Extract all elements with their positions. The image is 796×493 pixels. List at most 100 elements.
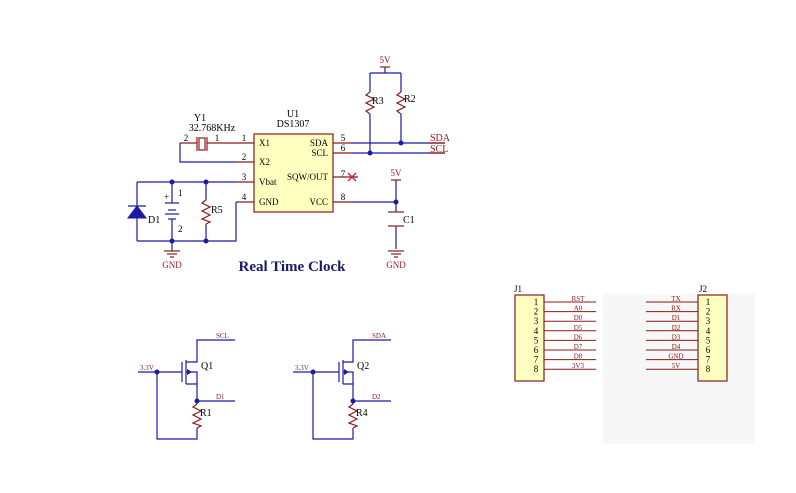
j1-pin-number: 2 [534, 307, 539, 317]
junction-dot [203, 179, 209, 185]
u1-pin3-num: 3 [242, 172, 247, 182]
resistor-r2[interactable] [395, 91, 407, 115]
u1-pin7-num: 7 [341, 169, 346, 179]
q1-gate-net: 3.3V [140, 364, 154, 372]
j2-net-label: GND [668, 353, 683, 361]
j2-pin-number: 8 [706, 364, 711, 374]
r4-ref: R4 [356, 408, 368, 419]
crystal-y1-symbol[interactable] [196, 137, 208, 151]
diagram-title: Real Time Clock [239, 259, 347, 275]
q2-ref: Q2 [357, 361, 369, 372]
level-shifter-q1[interactable] [138, 339, 235, 440]
j1-pin-number: 7 [534, 355, 539, 365]
junction-dot [393, 199, 399, 205]
u1-left-pins [236, 142, 254, 203]
battery-plus: + [164, 192, 169, 202]
j1-ref: J1 [514, 284, 522, 294]
j1-pin-number: 3 [534, 316, 539, 326]
j2-net-label: 5V [672, 362, 681, 370]
u1-pin2-num: 2 [242, 152, 247, 162]
battery-pin2: 2 [178, 224, 183, 234]
j2-net-label: D1 [672, 314, 681, 322]
j2-net-label: D2 [672, 324, 681, 332]
scl-net-label: SCL [430, 144, 448, 155]
u1-pin-sqw-name: SQW/OUT [287, 172, 328, 182]
j2-pin-number: 4 [706, 326, 711, 336]
j1-body[interactable] [514, 294, 545, 382]
wire-5v-top [370, 67, 401, 74]
junction-dot [367, 150, 373, 156]
j2-net-label: TX [671, 295, 680, 303]
j1-net-label: D8 [574, 353, 583, 361]
junction-dot [350, 398, 356, 404]
u1-pin1-num: 1 [242, 133, 247, 143]
j1-net-label: D7 [574, 343, 583, 351]
r5-ref: R5 [211, 205, 223, 216]
j1-pin-number: 4 [534, 326, 539, 336]
gnd-net-label: GND [162, 260, 182, 270]
c1-ref: C1 [403, 215, 415, 226]
diode-d1-symbol[interactable] [127, 205, 147, 219]
u1-pin8-num: 8 [341, 192, 346, 202]
u1-pin-x1-name: X1 [259, 138, 270, 148]
junction-dot [398, 140, 404, 146]
y1-ref: Y1 [194, 113, 206, 124]
q2-gate-net: 3.3V [295, 364, 309, 372]
junction-dot [203, 238, 209, 244]
j2-net-label: D3 [672, 333, 681, 341]
q1-ref: Q1 [201, 361, 213, 372]
j2-pin-number: 5 [706, 335, 711, 345]
u1-right-pins [333, 142, 351, 203]
j1-pin-number: 5 [534, 335, 539, 345]
j1-net-label: A0 [574, 305, 583, 313]
y1-pin2-num: 2 [184, 133, 189, 143]
j2-pin-number: 2 [706, 307, 711, 317]
j1-net-label: RST [572, 295, 586, 303]
q2-source-net: D2 [372, 393, 381, 401]
u1-pin-sda-name: SDA [310, 138, 329, 148]
no-connect-marker [347, 172, 357, 182]
j1-net-label: D0 [574, 314, 583, 322]
r2-ref: R2 [404, 94, 416, 105]
battery-symbol[interactable] [165, 202, 179, 220]
d1-ref: D1 [148, 215, 160, 226]
q1-source-net: D1 [216, 393, 225, 401]
level-shifter-q2[interactable] [293, 339, 391, 440]
j2-ref: J2 [699, 284, 707, 294]
resistor-r3[interactable] [364, 91, 376, 115]
y1-value: 32.768KHz [189, 123, 236, 134]
q1-drain-net: SCL [216, 332, 229, 340]
capacitor-c1[interactable] [388, 211, 404, 227]
j2-pin-number: 7 [706, 355, 711, 365]
junction-dot [310, 369, 316, 375]
j1-pin-number: 1 [534, 297, 539, 307]
j2-net-label: D4 [672, 343, 681, 351]
u1-body[interactable] [253, 133, 334, 213]
u1-pin-gnd-name: GND [259, 197, 279, 207]
vcc-5v-cap-label: 5V [391, 168, 403, 178]
j2-pin-number: 1 [706, 297, 711, 307]
battery-pin1: 1 [178, 188, 183, 198]
u1-pin-vcc-name: VCC [309, 197, 328, 207]
j1-net-label: 3V3 [572, 362, 585, 370]
junction-dot [154, 369, 160, 375]
junction-dot [169, 179, 175, 185]
j2-body[interactable] [697, 294, 728, 382]
j1-net-label: D6 [574, 333, 583, 341]
u1-ref: U1 [287, 109, 299, 120]
j1-pin-number: 8 [534, 364, 539, 374]
j1-net-label: D5 [574, 324, 583, 332]
resistor-r5[interactable] [200, 199, 212, 225]
gnd-cap-net-label: GND [386, 260, 406, 270]
r1-ref: R1 [200, 408, 212, 419]
u1-pin4-num: 4 [242, 192, 247, 202]
u1-pin-scl-name: SCL [311, 148, 328, 158]
wire-x2 [179, 143, 236, 163]
sda-net-label: SDA [430, 133, 451, 144]
j2-net-label: RX [671, 305, 681, 313]
y1-pin1-num: 1 [215, 133, 220, 143]
q2-drain-net: SDA [372, 332, 386, 340]
